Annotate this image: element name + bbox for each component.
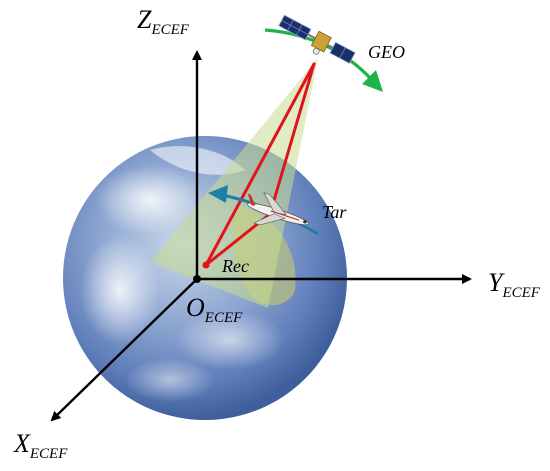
x-axis	[50, 278, 198, 422]
z-axis-label: ZECEF	[137, 5, 190, 38]
origin-label: OECEF	[186, 293, 243, 326]
satellite-beam	[150, 58, 318, 308]
direct-path	[204, 62, 316, 267]
receiver-dot	[202, 261, 210, 269]
geo-label: GEO	[368, 42, 405, 62]
origin-point	[193, 275, 201, 283]
x-axis-label: XECEF	[13, 429, 68, 462]
aircraft-icon	[247, 192, 309, 226]
target-label: Tar	[322, 202, 347, 222]
path-geo-to-target	[268, 62, 316, 216]
y-axis-label: YECEF	[488, 268, 541, 301]
ecef-axes	[50, 50, 472, 422]
receiver-label: Rec	[221, 256, 249, 276]
geo-satellite-icon	[278, 14, 356, 64]
